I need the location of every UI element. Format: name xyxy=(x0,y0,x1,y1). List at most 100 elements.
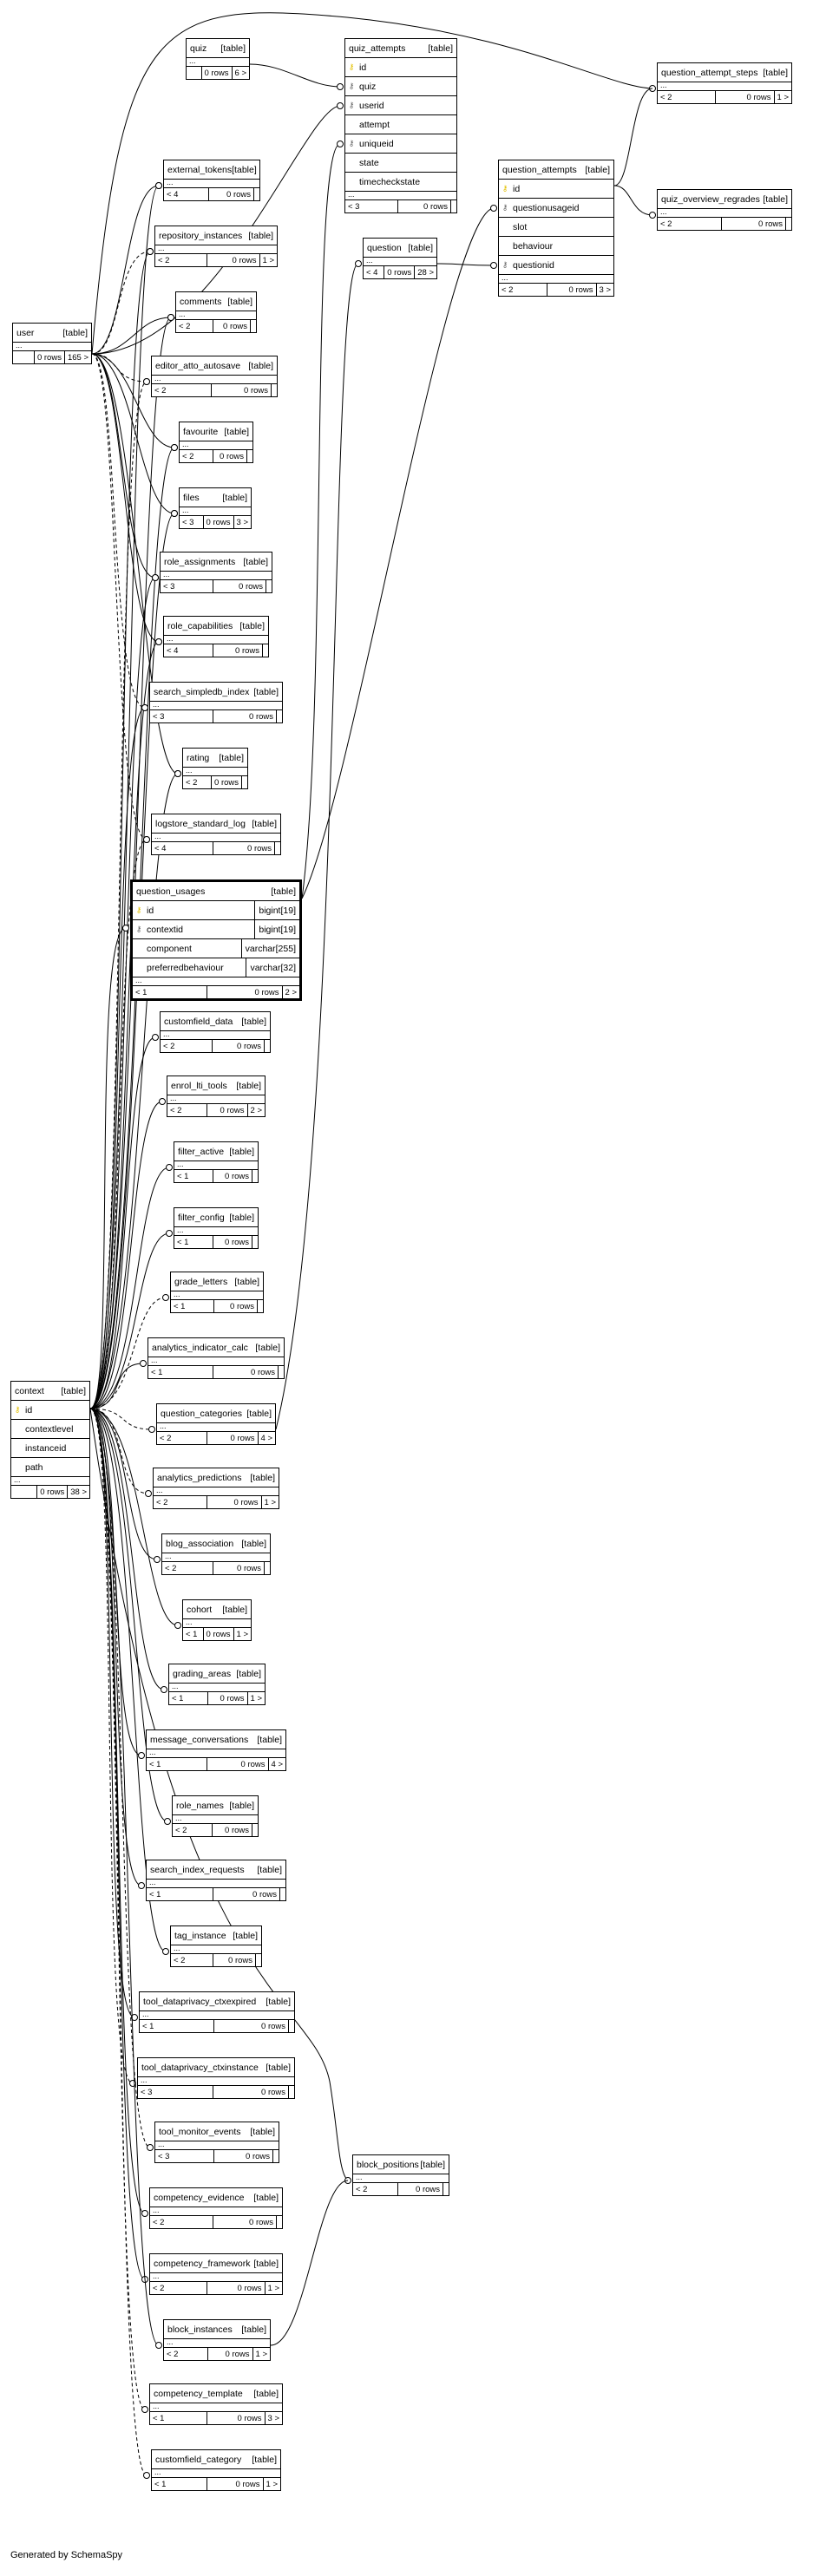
parents-count[interactable]: < 1 xyxy=(154,2479,167,2489)
row-count[interactable]: 0 rows xyxy=(208,188,253,200)
parents-count[interactable] xyxy=(187,67,201,79)
row-count[interactable]: 0 rows xyxy=(207,1496,260,1508)
children-count[interactable]: 1 > xyxy=(262,2478,280,2490)
row-count[interactable]: 0 rows xyxy=(384,266,414,278)
children-count[interactable] xyxy=(252,1170,258,1182)
parents-count[interactable]: < 4 xyxy=(366,267,378,278)
parents-count[interactable]: < 2 xyxy=(356,2184,368,2194)
children-count[interactable]: 1 > xyxy=(246,1692,265,1704)
children-count[interactable] xyxy=(255,1954,261,1966)
children-count[interactable]: 38 > xyxy=(67,1486,89,1498)
row-count[interactable]: 0 rows xyxy=(397,200,450,212)
children-count[interactable] xyxy=(272,2150,279,2162)
row-count[interactable]: 0 rows xyxy=(207,1692,246,1704)
children-count[interactable] xyxy=(253,188,259,200)
row-count[interactable]: 0 rows xyxy=(397,2183,443,2195)
row-count[interactable]: 0 rows xyxy=(36,1486,67,1498)
children-count[interactable] xyxy=(271,384,277,396)
children-count[interactable] xyxy=(274,842,280,854)
children-count[interactable] xyxy=(279,1888,285,1900)
children-count[interactable] xyxy=(257,1300,263,1312)
parents-count[interactable]: < 2 xyxy=(182,451,194,461)
parents-count[interactable]: < 4 xyxy=(154,843,167,853)
row-count[interactable]: 0 rows xyxy=(213,1562,264,1574)
row-count[interactable]: 0 rows xyxy=(721,218,785,230)
children-count[interactable] xyxy=(246,450,252,462)
parents-count[interactable]: < 1 xyxy=(142,2021,154,2031)
parents-count[interactable]: < 1 xyxy=(135,987,148,997)
parents-count[interactable]: < 2 xyxy=(154,385,167,396)
row-count[interactable]: 0 rows xyxy=(213,2150,272,2162)
parents-count[interactable]: < 2 xyxy=(158,255,170,265)
children-count[interactable]: 1 > xyxy=(233,1628,251,1640)
children-count[interactable]: 1 > xyxy=(773,91,791,103)
row-count[interactable]: 0 rows xyxy=(202,516,233,528)
children-count[interactable]: 4 > xyxy=(257,1432,275,1444)
children-count[interactable] xyxy=(288,2020,294,2032)
row-count[interactable]: 0 rows xyxy=(207,2412,264,2424)
table-tool-dataprivacy-ctxinstance[interactable]: tool_dataprivacy_ctxinstance[table]...< … xyxy=(137,2057,295,2099)
children-count[interactable] xyxy=(276,710,282,722)
row-count[interactable]: 0 rows xyxy=(213,2216,276,2228)
children-count[interactable]: 165 > xyxy=(63,351,91,363)
row-count[interactable]: 0 rows xyxy=(213,842,274,854)
row-count[interactable]: 0 rows xyxy=(207,1758,267,1770)
parents-count[interactable]: < 1 xyxy=(153,2413,165,2423)
children-count[interactable]: 28 > xyxy=(414,266,436,278)
children-count[interactable] xyxy=(262,644,268,657)
children-count[interactable] xyxy=(450,200,456,212)
parents-count[interactable]: < 3 xyxy=(141,2087,153,2097)
children-count[interactable] xyxy=(252,1824,258,1836)
children-count[interactable]: 1 > xyxy=(252,2348,270,2360)
table-question-attempts[interactable]: question_attempts[table]⚷id⚷questionusag… xyxy=(498,160,614,297)
row-count[interactable]: 0 rows xyxy=(213,1300,257,1312)
row-count[interactable]: 0 rows xyxy=(213,1170,252,1182)
row-count[interactable]: 0 rows xyxy=(715,91,773,103)
row-count[interactable]: 0 rows xyxy=(213,320,250,332)
parents-count[interactable]: < 1 xyxy=(149,1889,161,1899)
parents-count[interactable]: < 3 xyxy=(158,2151,170,2161)
row-count[interactable]: 0 rows xyxy=(213,580,266,592)
parents-count[interactable]: < 2 xyxy=(174,1955,186,1965)
row-count[interactable]: 0 rows xyxy=(212,1824,252,1836)
row-count[interactable]: 0 rows xyxy=(207,254,259,266)
children-count[interactable]: 4 > xyxy=(267,1758,285,1770)
row-count[interactable]: 0 rows xyxy=(213,1888,279,1900)
row-count[interactable]: 0 rows xyxy=(213,2086,288,2098)
row-count[interactable]: 0 rows xyxy=(202,1628,233,1640)
row-count[interactable]: 0 rows xyxy=(207,2478,262,2490)
parents-count[interactable]: < 1 xyxy=(186,1629,198,1639)
children-count[interactable] xyxy=(264,1040,270,1052)
children-count[interactable] xyxy=(252,1236,258,1248)
parents-count[interactable]: < 2 xyxy=(165,1563,177,1573)
parents-count[interactable]: < 3 xyxy=(182,517,194,527)
parents-count[interactable] xyxy=(13,351,34,363)
parents-count[interactable]: < 2 xyxy=(660,92,672,102)
parents-count[interactable]: < 1 xyxy=(177,1171,189,1181)
row-count[interactable]: 0 rows xyxy=(212,1040,264,1052)
parents-count[interactable]: < 2 xyxy=(160,1433,172,1443)
children-count[interactable] xyxy=(241,776,247,788)
row-count[interactable]: 0 rows xyxy=(213,1366,278,1378)
row-count[interactable]: 0 rows xyxy=(211,776,241,788)
parents-count[interactable]: < 2 xyxy=(502,284,514,295)
children-count[interactable]: 3 > xyxy=(233,516,251,528)
